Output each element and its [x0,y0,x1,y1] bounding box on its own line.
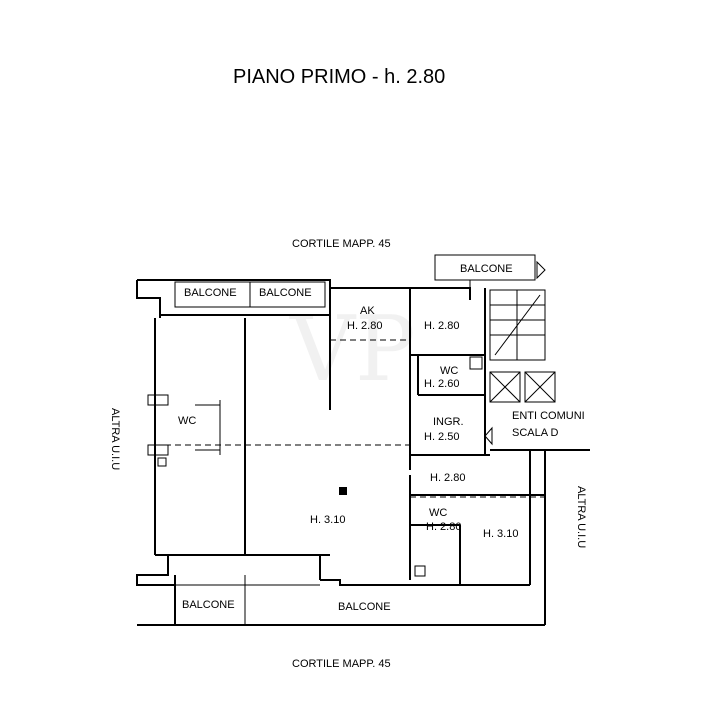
watermark: VP [289,297,416,402]
room-ak-label: AK [360,305,375,317]
room-ne-height: H. 2.80 [424,320,459,332]
wc-mid-height: H. 2.60 [424,378,459,390]
balcony-label-top-left-1: BALCONE [184,287,237,299]
interior-walls [155,288,545,585]
balcony-label-bottom-left: BALCONE [182,599,235,611]
plan-title: PIANO PRIMO - h. 2.80 [233,66,445,88]
other-unit-left-label: ALTRA U.I.U [109,408,121,470]
room-ak-height: H. 2.80 [347,320,382,332]
balcony-label-bottom-center: BALCONE [338,601,391,613]
courtyard-label-top: CORTILE MAPP. 45 [292,238,391,250]
fixture-markers [339,356,483,577]
corridor-height: H. 2.80 [430,472,465,484]
courtyard-label-bottom: CORTILE MAPP. 45 [292,658,391,670]
staircase-symbol [489,289,556,403]
balcony-label-top-left-2: BALCONE [259,287,312,299]
staircase-label: SCALA D [512,427,559,439]
living-height: H. 3.10 [310,514,345,526]
wc-south-height: H. 2.80 [426,521,461,533]
wc-south-label: WC [429,507,447,519]
balcony-bottom [175,575,320,625]
balcony-top-right [434,254,536,300]
wc-left-fixtures [147,394,221,467]
other-unit-right-label: ALTRA U.I.U [575,486,587,548]
ingr-label: INGR. [433,416,464,428]
ingr-height: H. 2.50 [424,431,459,443]
common-areas-label: ENTI COMUNI [512,410,585,422]
balcony-label-top-right: BALCONE [460,263,513,275]
wc-mid-label: WC [440,365,458,377]
height-change-lines [155,339,545,498]
wc-left-label: WC [178,415,196,427]
entry-arrows [484,260,546,446]
room-se-height: H. 3.10 [483,528,518,540]
balcony-top-left [160,281,330,316]
